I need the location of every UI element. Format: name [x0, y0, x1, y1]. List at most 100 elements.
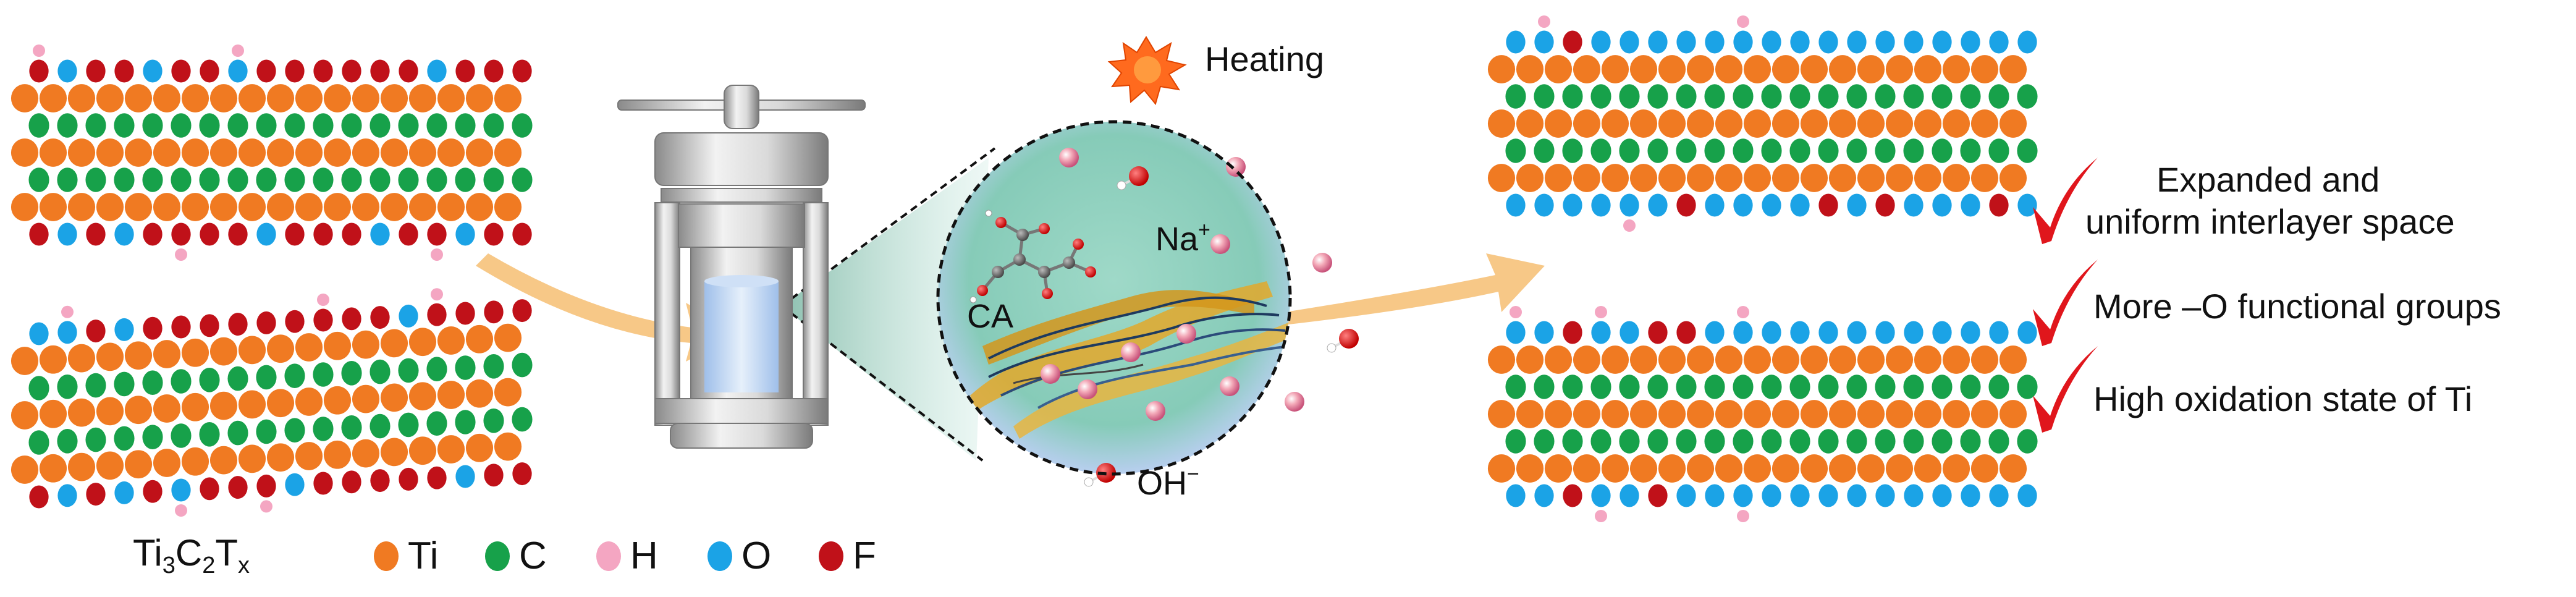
f-atom: [143, 222, 163, 246]
sodium-ion: [1312, 253, 1332, 273]
ti-atom: [1828, 109, 1857, 138]
ti-atom: [1942, 164, 1970, 192]
f-atom: [200, 314, 219, 337]
ti-atom: [1828, 164, 1857, 192]
hydrogen-atom: [1117, 180, 1126, 190]
c-atom: [1676, 138, 1697, 163]
ti-atom: [1772, 55, 1800, 83]
legend-label-f: F: [853, 535, 876, 577]
ti-atom: [39, 454, 67, 483]
o-atom: [114, 318, 134, 341]
ti-atom: [1743, 109, 1772, 138]
o-atom: [1875, 484, 1895, 507]
c-atom: [1960, 138, 1981, 163]
f-atom: [1563, 484, 1582, 507]
o-atom: [1847, 321, 1867, 344]
ti-atom: [1658, 55, 1686, 83]
c-atom: [1733, 84, 1754, 109]
ti-atom: [1914, 55, 1942, 83]
ti-atom: [1715, 400, 1743, 428]
ti-atom: [11, 401, 39, 430]
f-atom-icon: [819, 541, 843, 571]
c-atom: [483, 167, 504, 192]
ti-atom: [408, 84, 437, 112]
c-atom: [512, 352, 533, 378]
ti-atom: [1857, 345, 1885, 374]
o-atom: [1790, 484, 1810, 507]
c-atom: [1534, 429, 1555, 454]
ti-atom: [1487, 345, 1516, 374]
o-atom: [1534, 193, 1554, 217]
c-atom: [341, 113, 362, 138]
o-atom: [1705, 321, 1725, 344]
c-atom: [85, 113, 106, 138]
ti-atom: [124, 193, 153, 221]
ti-atom: [1573, 55, 1601, 83]
ti-atom: [153, 138, 181, 167]
c-atom: [426, 113, 447, 138]
ti-atom: [209, 138, 238, 167]
ti-atom: [1743, 55, 1772, 83]
f-atom: [370, 469, 390, 493]
ti-atom: [1857, 454, 1885, 483]
ti-atom: [1885, 454, 1914, 483]
mxene-stack-pristine-bottom: [11, 288, 533, 517]
o-atom: [1932, 30, 1952, 54]
o-atom: [57, 59, 77, 83]
ti-atom: [209, 337, 238, 366]
ti-atom: [1800, 55, 1828, 83]
f-atom: [228, 222, 248, 246]
ti-atom: [1715, 345, 1743, 374]
ti-atom: [1942, 345, 1970, 374]
ti-atom: [1601, 454, 1629, 483]
c-atom: [142, 425, 163, 449]
c-atom: [1647, 138, 1668, 163]
c-atom: [1647, 375, 1668, 399]
c-atom: [1733, 429, 1754, 454]
o-atom: [171, 478, 191, 502]
arrow-out-of-reactor: [1285, 253, 1545, 324]
ti-atom: [408, 436, 437, 465]
ti-atom: [124, 396, 153, 425]
c-atom: [1875, 84, 1896, 109]
ti-atom: [1715, 454, 1743, 483]
c-atom: [398, 113, 419, 138]
f-atom: [200, 59, 219, 83]
c-atom: [1818, 375, 1839, 399]
c-atom: [1562, 429, 1583, 454]
o-atom: [427, 59, 447, 83]
c-atom: [227, 113, 248, 138]
ti-atom: [1772, 345, 1800, 374]
ti-atom: [181, 193, 209, 221]
ti-atom: [437, 138, 465, 167]
ti-atom: [1914, 400, 1942, 428]
c-atom: [284, 363, 305, 388]
c-atom: [114, 167, 135, 192]
f-atom: [114, 59, 134, 83]
f-atom: [1563, 321, 1582, 344]
ti-atom: [380, 138, 408, 167]
ti-atom: [1800, 164, 1828, 192]
sodium-ions: [1041, 148, 1332, 421]
ti-atom: [266, 443, 295, 472]
sodium-ion: [1041, 364, 1060, 384]
f-atom: [143, 316, 163, 340]
result-3-text: High oxidation state of Ti: [2093, 379, 2472, 418]
f-atom: [86, 483, 106, 506]
ti-atom: [1686, 109, 1715, 138]
c-atom: [1875, 375, 1896, 399]
c-atom: [28, 167, 49, 192]
c-atom: [313, 167, 334, 192]
c-atom: [1761, 375, 1782, 399]
o-atom: [1563, 193, 1582, 217]
legend-label-c: C: [519, 535, 547, 577]
o-atom: [1705, 30, 1725, 54]
ti-atom: [1544, 400, 1573, 428]
o-atom: [1762, 193, 1781, 217]
o-atom: [1961, 321, 1980, 344]
result-2-text: More –O functional groups: [2093, 287, 2501, 326]
ti-atom: [11, 193, 39, 221]
legend-label-h: H: [630, 535, 658, 577]
o-atom: [2017, 30, 2037, 54]
f-atom: [1648, 484, 1668, 507]
